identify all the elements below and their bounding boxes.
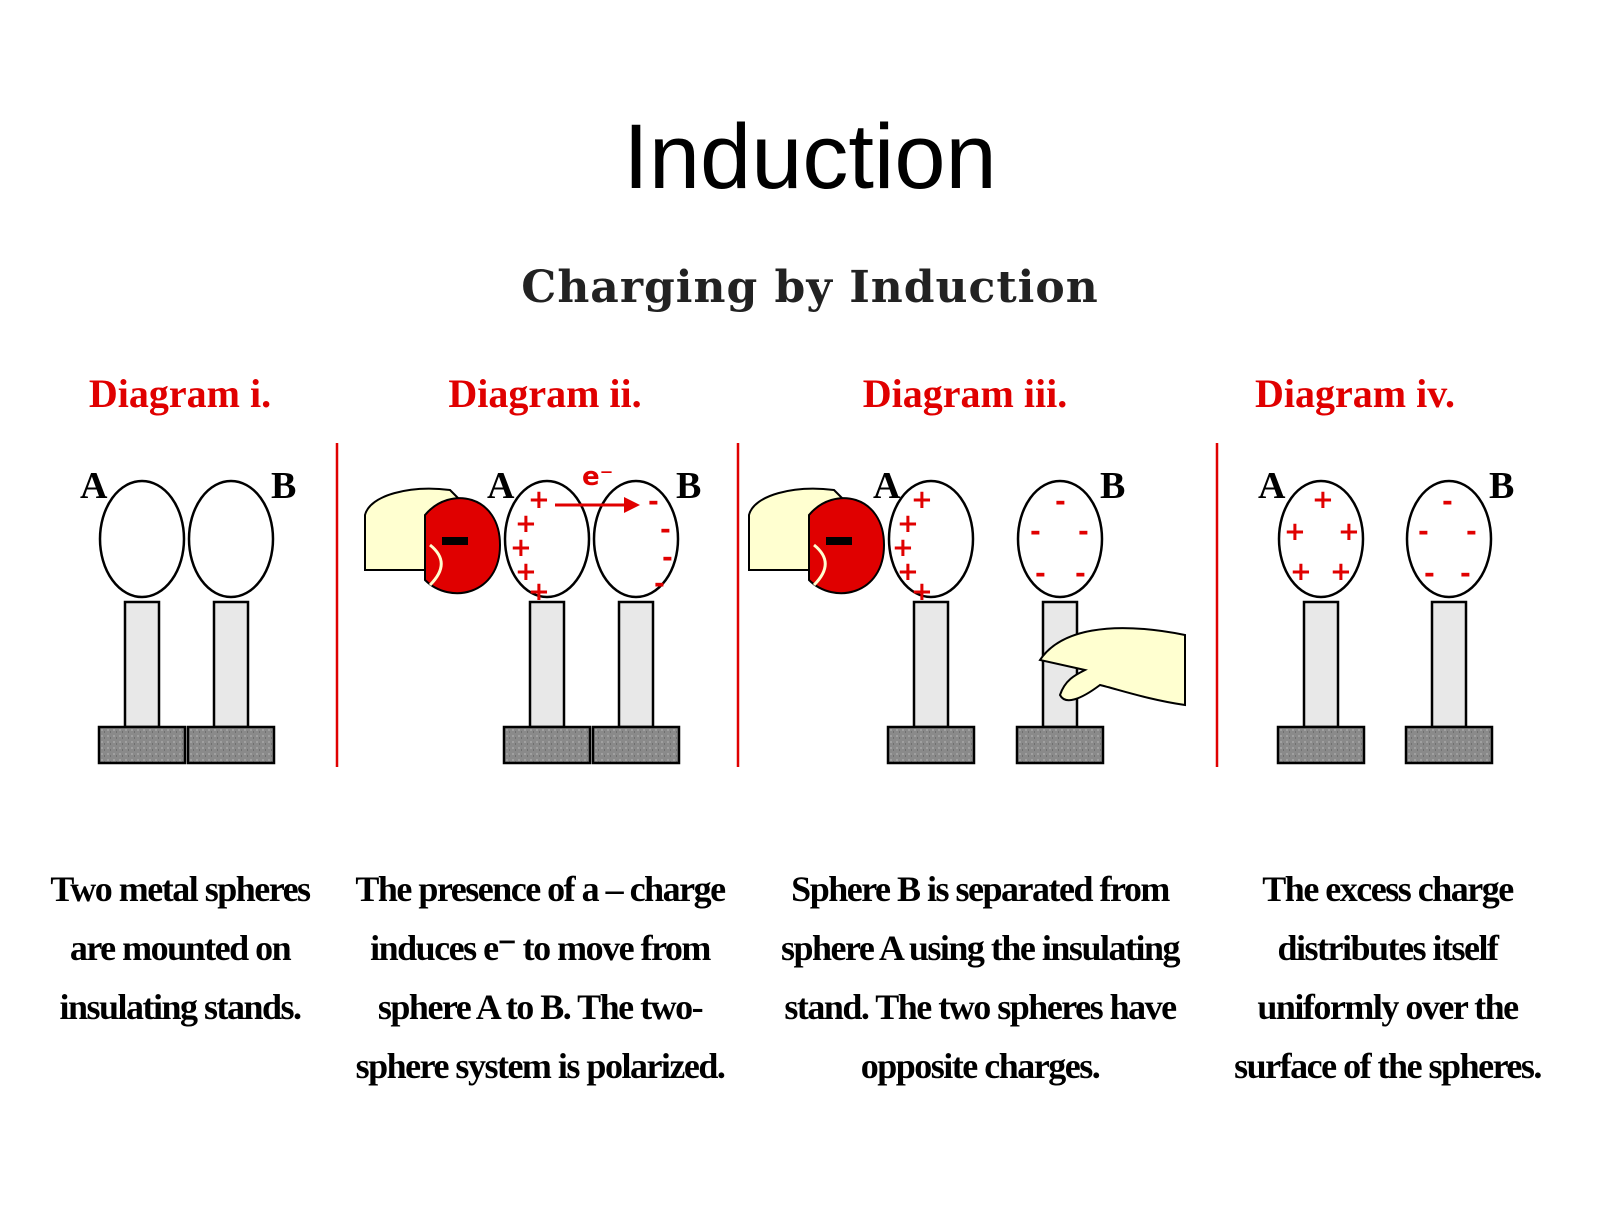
- positive-charge: +: [1330, 557, 1352, 587]
- charged-rod-hand: [363, 487, 502, 595]
- positive-charge: +: [897, 509, 919, 539]
- sphere-b-label: B: [676, 465, 701, 507]
- positive-charge: +: [515, 557, 537, 587]
- diagram-4-caption: The excess charge distributes itself uni…: [1234, 869, 1542, 1086]
- sphere-b-label: B: [1100, 465, 1125, 507]
- stand-a: [886, 600, 976, 765]
- positive-charge: +: [510, 533, 532, 563]
- sphere-a: [98, 479, 186, 599]
- negative-charge: -: [1424, 559, 1435, 589]
- negative-charge: -: [654, 569, 665, 599]
- negative-charge: -: [1075, 559, 1086, 589]
- induction-diagram: A B A B e⁻ + + + + + - - - - A B + + +: [80, 443, 1514, 767]
- negative-charge: -: [1460, 559, 1471, 589]
- negative-charge: -: [1466, 517, 1477, 547]
- positive-charge: +: [1312, 485, 1334, 515]
- positive-charge: +: [1290, 557, 1312, 587]
- sphere-a-label: A: [80, 465, 108, 507]
- diagram-2-label: Diagram ii.: [448, 371, 642, 416]
- diagram-2-figure: A B e⁻ + + + + + - - - -: [363, 462, 701, 765]
- positive-charge: +: [911, 577, 933, 607]
- diagram-1-figure: A B: [80, 465, 296, 765]
- slide-title: Induction: [623, 106, 997, 208]
- stand-b: [1404, 600, 1494, 765]
- diagram-3-figure: A B + + + + + - - - - -: [747, 465, 1186, 765]
- positive-charge: +: [1338, 517, 1360, 547]
- sphere-a-label: A: [873, 465, 901, 507]
- charged-rod-hand: [747, 487, 886, 595]
- negative-charge: -: [1055, 487, 1066, 517]
- diagram-subtitle: Charging by Induction: [521, 262, 1099, 313]
- sphere-b-label: B: [271, 465, 296, 507]
- positive-charge: +: [892, 533, 914, 563]
- sphere-a-label: A: [1258, 465, 1286, 507]
- electron-flow-arrowhead: [624, 497, 640, 513]
- diagram-1-label: Diagram i.: [88, 371, 272, 416]
- negative-charge: -: [1035, 559, 1046, 589]
- negative-charge: -: [1078, 517, 1089, 547]
- positive-charge: +: [911, 485, 933, 515]
- negative-charge: -: [1418, 517, 1429, 547]
- positive-charge: +: [528, 577, 550, 607]
- negative-charge: -: [662, 543, 673, 573]
- negative-charge: -: [660, 515, 671, 545]
- positive-charge: +: [1284, 517, 1306, 547]
- diagram-4-figure: A B + + + + + - - - - -: [1258, 465, 1514, 765]
- sphere-b: [187, 479, 275, 599]
- stand-a: [1276, 600, 1366, 765]
- stand-a: [502, 600, 592, 765]
- diagram-4-label: Diagram iv.: [1255, 371, 1455, 416]
- stand-a: [97, 600, 187, 765]
- stand-b: [186, 600, 276, 765]
- positive-charge: +: [897, 557, 919, 587]
- positive-charge: +: [528, 485, 550, 515]
- diagram-3-label: Diagram iii.: [862, 371, 1068, 416]
- sphere-a-label: A: [487, 465, 515, 507]
- electron-label: e⁻: [582, 462, 613, 492]
- positive-charge: +: [515, 509, 537, 539]
- negative-charge: -: [1442, 487, 1453, 517]
- diagram-3-caption: Sphere B is separated from sphere A usin…: [781, 869, 1180, 1086]
- stand-b: [591, 600, 681, 765]
- negative-charge: -: [648, 487, 659, 517]
- diagram-2-caption: The presence of a – charge induces e⁻ to…: [355, 869, 726, 1086]
- sphere-b-label: B: [1489, 465, 1514, 507]
- negative-charge: -: [1030, 517, 1041, 547]
- separating-hand: [1038, 627, 1186, 707]
- diagram-1-caption: Two metal spheres are mounted on insulat…: [50, 869, 311, 1027]
